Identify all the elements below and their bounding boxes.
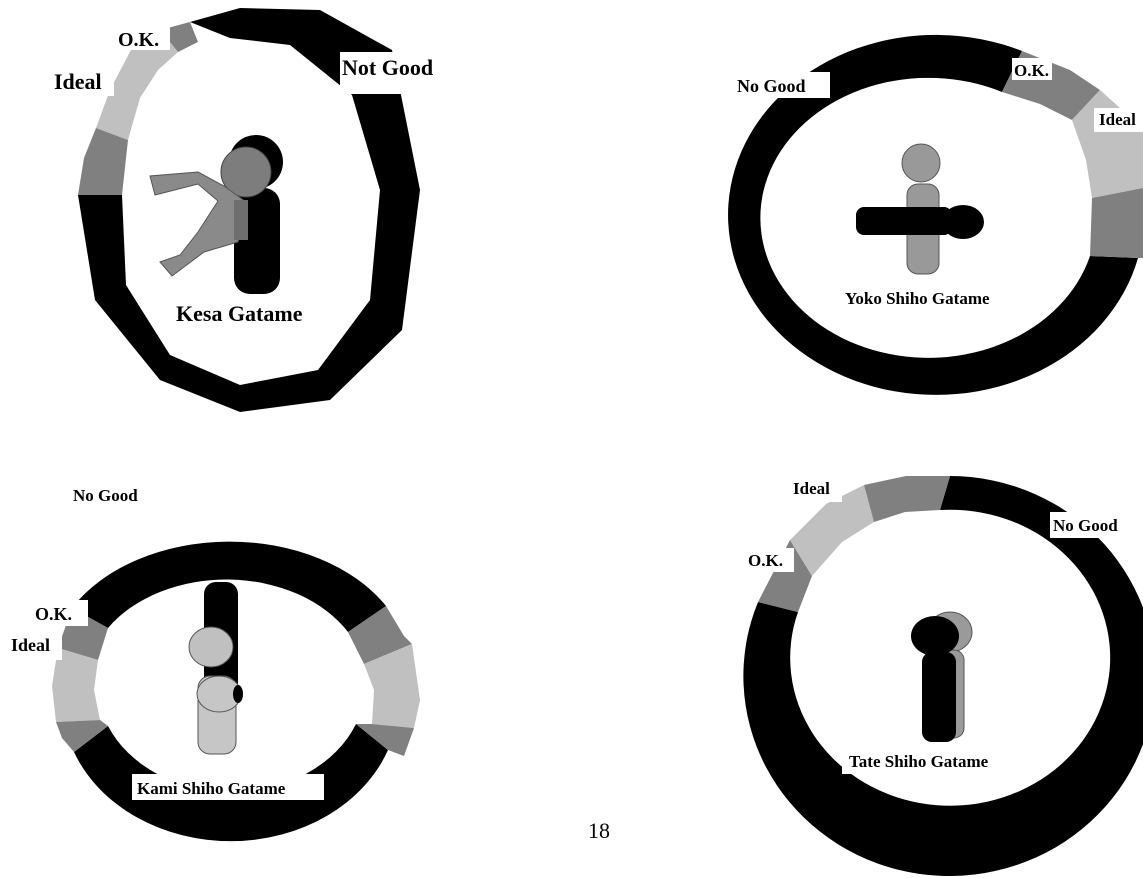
page-number: 18 (588, 818, 610, 843)
diagram-kami-shiho-gatame (52, 541, 420, 842)
ring-segment-ideal (364, 644, 420, 728)
ring-segment-ok (356, 724, 414, 756)
label-no-good-3: No Good (73, 486, 138, 505)
title-tate-shiho-gatame: Tate Shiho Gatame (849, 752, 989, 771)
ring-segment-ok (348, 606, 412, 664)
title-yoko-shiho-gatame: Yoko Shiho Gatame (845, 289, 990, 308)
ring-segment-no-good (743, 476, 1143, 876)
ring-segment-no-good (72, 541, 386, 632)
diagram-tate-shiho-gatame (743, 476, 1143, 876)
label-no-good-4: No Good (1053, 516, 1118, 535)
label-ok-2: O.K. (1014, 61, 1049, 80)
label-no-good-1: Not Good (342, 55, 433, 80)
ring-segment-ideal (52, 648, 100, 722)
label-ok-1: O.K. (118, 29, 159, 51)
figure-arm (856, 207, 952, 235)
ring-segment-ok (78, 128, 128, 195)
label-ok-3: O.K. (35, 604, 72, 624)
label-ideal-1: Ideal (54, 69, 102, 94)
ring-segment-ok (1090, 188, 1143, 258)
label-ideal-3: Ideal (11, 635, 50, 655)
title-kesa-gatame: Kesa Gatame (176, 301, 303, 326)
figure-head-overlay (220, 146, 272, 198)
diagram-kesa-gatame (78, 8, 420, 412)
ring-segment-no-good (74, 724, 388, 842)
figure-black-torso (922, 652, 956, 742)
figure-top-head (188, 626, 234, 668)
figure-head (901, 143, 941, 183)
figure-black-head (911, 616, 959, 656)
label-ideal-4: Ideal (793, 479, 830, 498)
ring-segment-ok (864, 476, 950, 522)
diagram-yoko-shiho-gatame (728, 34, 1143, 395)
figure-partner-head (233, 685, 243, 703)
figure-overlap (234, 200, 248, 240)
label-ideal-2: Ideal (1099, 110, 1136, 129)
label-no-good-2: No Good (737, 76, 806, 96)
ring-segment-ideal (790, 485, 874, 576)
label-ok-4: O.K. (748, 551, 783, 570)
ring-segment-ok (56, 720, 108, 752)
ring-segment-no-good (78, 8, 420, 412)
ring-segment-ok (758, 540, 812, 612)
figure-legs (149, 171, 247, 277)
title-kami-shiho-gatame: Kami Shiho Gatame (137, 779, 286, 798)
ring-segment-ideal (96, 30, 178, 140)
figure-partner-head (942, 205, 984, 239)
